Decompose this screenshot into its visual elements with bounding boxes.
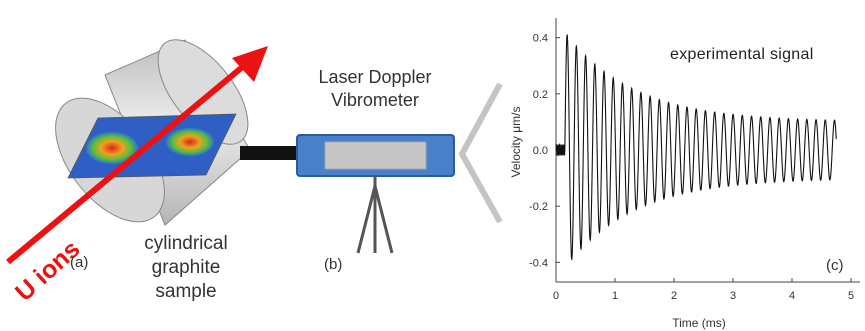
connector-bar bbox=[240, 146, 298, 160]
x-tick-label: 5 bbox=[848, 290, 854, 302]
y-axis-title: Velocity μm/s bbox=[509, 107, 523, 178]
tripod bbox=[356, 176, 394, 254]
signal-trace bbox=[555, 33, 837, 261]
y-tick-label: 0.2 bbox=[533, 89, 548, 101]
panel-c-label: (c) bbox=[826, 257, 844, 274]
graphite-cylinder bbox=[55, 39, 251, 226]
y-tick-label: 0.4 bbox=[533, 33, 548, 45]
sample-label: cylindrical graphite sample bbox=[134, 232, 238, 304]
sample-label-line: cylindrical bbox=[144, 233, 228, 254]
instrument-label-line: Laser Doppler bbox=[318, 67, 432, 87]
x-tick-label: 3 bbox=[730, 290, 736, 302]
x-tick-label: 4 bbox=[789, 290, 795, 302]
panel-a-label: (a) bbox=[70, 254, 89, 271]
x-tick-label: 1 bbox=[612, 290, 618, 302]
heatmap-hotspot bbox=[86, 132, 138, 164]
sample-label-line: sample bbox=[155, 281, 217, 302]
sample-label-line: graphite bbox=[151, 257, 221, 278]
x-tick-label: 0 bbox=[553, 290, 559, 302]
beam-bracket bbox=[458, 82, 503, 224]
signal-label: experimental signal bbox=[670, 46, 814, 63]
signal-chart: 0.4 0.2 0.0 -0.2 -0.4 0 1 2 3 4 5 Time (ms) Veloc… bbox=[509, 18, 860, 330]
y-tick-label: 0.0 bbox=[533, 145, 548, 157]
instrument-label-line: Vibrometer bbox=[331, 90, 419, 110]
ion-beam-arrow bbox=[6, 46, 268, 265]
x-tick-label: 2 bbox=[671, 290, 677, 302]
heatmap-hotspot bbox=[166, 128, 214, 156]
y-tick-label: -0.2 bbox=[529, 201, 548, 213]
vibrometer-device bbox=[296, 134, 455, 177]
panel-b-label: (b) bbox=[324, 256, 343, 273]
instrument-label: Laser Doppler Vibrometer bbox=[300, 66, 450, 112]
x-axis-title: Time (ms) bbox=[672, 316, 726, 330]
y-tick-label: -0.4 bbox=[529, 257, 548, 269]
